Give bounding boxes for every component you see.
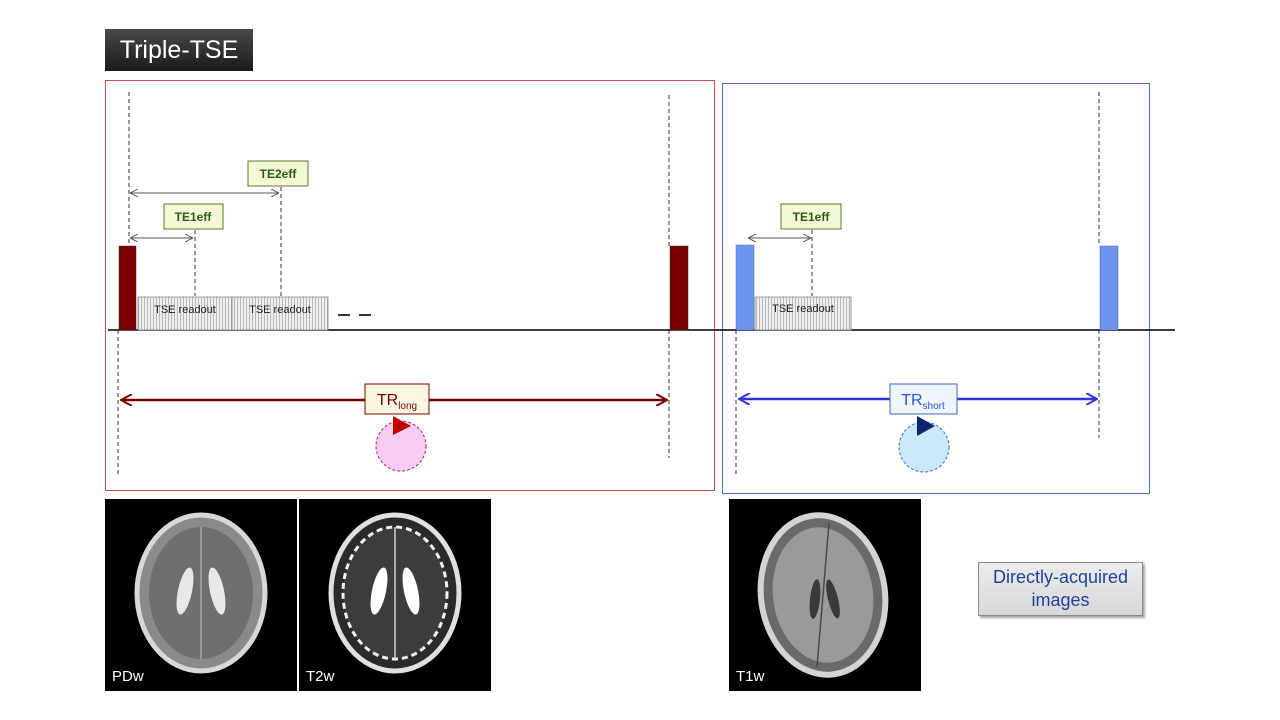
tse-readout-label-2: TSE readout [249, 304, 311, 316]
rf-pulse-short-1 [735, 244, 755, 331]
rf-pulse-long-2 [669, 245, 689, 331]
t2w-brain-graphic [328, 512, 462, 674]
t2w-label: T2w [306, 668, 335, 685]
tr-short-label-box: TRshort [889, 383, 958, 415]
long-tr-panel [105, 80, 715, 491]
short-tr-panel [722, 83, 1150, 494]
clock-icon-short [898, 416, 950, 473]
tr-long-label: TRlong [377, 392, 417, 412]
tse-readout-block-2: TSE readout [231, 296, 329, 331]
t1w-brain-graphic [757, 512, 889, 678]
te1-label-box-short: TE1eff [780, 203, 842, 230]
rf-pulse-long-1 [118, 245, 137, 331]
pdw-image: PDw [105, 499, 297, 691]
rf-pulse-short-2 [1099, 245, 1119, 331]
te1-label-box-long: TE1eff [163, 203, 224, 230]
pdw-brain-graphic [134, 512, 268, 674]
tse-readout-label-3: TSE readout [772, 303, 834, 315]
guide-lines-short [735, 92, 1100, 475]
te2-label-box: TE2eff [247, 160, 309, 187]
guide-lines-long [117, 92, 670, 475]
te2-label: TE2eff [260, 167, 298, 181]
legend-directly-acquired: Directly-acquired images [978, 562, 1143, 616]
tr-long-label-box: TRlong [364, 383, 430, 415]
te1-label-long: TE1eff [175, 210, 213, 224]
pdw-label: PDw [112, 668, 144, 685]
te1-label-short: TE1eff [793, 210, 831, 224]
tse-readout-label-1: TSE readout [154, 304, 216, 316]
tse-readout-block-3: TSE readout [754, 296, 852, 331]
tse-readout-block-1: TSE readout [137, 296, 233, 331]
clock-icon-long [375, 416, 427, 472]
t1w-image: T1w [729, 499, 921, 691]
t1w-label: T1w [736, 668, 765, 685]
t2w-image: T2w [299, 499, 491, 691]
tr-short-label: TRshort [901, 392, 945, 412]
slide-title: Triple-TSE [105, 29, 253, 71]
